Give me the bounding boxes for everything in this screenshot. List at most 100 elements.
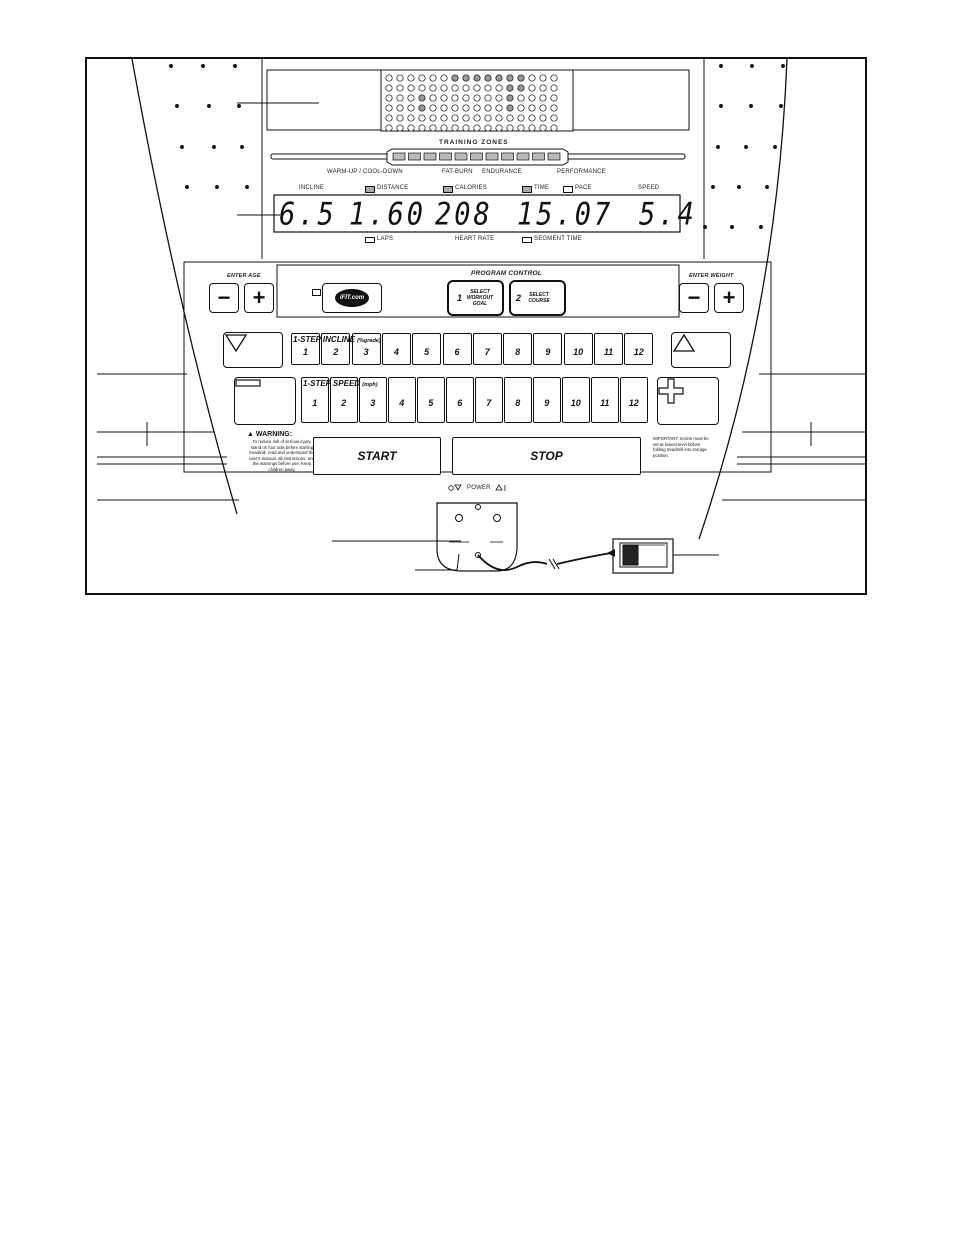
- speed-key-11[interactable]: 11: [591, 377, 619, 423]
- led-dot: [429, 104, 437, 112]
- minus-icon: [235, 379, 261, 387]
- speed-key-9[interactable]: 9: [533, 377, 561, 423]
- incline-key-5[interactable]: 5: [412, 333, 442, 365]
- speed-key-1[interactable]: 1: [301, 377, 329, 423]
- zone-segment: [454, 152, 468, 161]
- led-dot: [550, 104, 558, 112]
- weight-increase-button[interactable]: +: [714, 283, 744, 313]
- led-dot: [385, 84, 393, 92]
- led-dot: [407, 94, 415, 102]
- warning-text: To reduce risk of serious injury, stand …: [249, 439, 315, 472]
- led-dot: [517, 114, 525, 122]
- zone-fatburn-label: FAT-BURN: [442, 169, 473, 175]
- calories-indicator: [443, 186, 453, 193]
- incline-key-3[interactable]: 3: [351, 333, 381, 365]
- speaker-hole: [185, 185, 189, 189]
- led-dot: [484, 84, 492, 92]
- weight-decrease-button[interactable]: −: [679, 283, 709, 313]
- led-dot: [495, 94, 503, 102]
- led-dot: [473, 84, 481, 92]
- incline-key-9[interactable]: 9: [533, 333, 563, 365]
- led-dot: [528, 94, 536, 102]
- led-dot: [385, 74, 393, 82]
- led-dot: [451, 84, 459, 92]
- incline-key-8[interactable]: 8: [503, 333, 533, 365]
- speaker-hole: [759, 225, 763, 229]
- led-dot: [451, 124, 459, 132]
- incline-increase-button[interactable]: [671, 332, 731, 368]
- led-dot: [407, 84, 415, 92]
- incline-title: 1-STEP INCLINE (%grade): [293, 335, 381, 344]
- incline-key-6[interactable]: 6: [442, 333, 472, 365]
- important-note: IMPORTANT: Incline must be set at lowest…: [653, 436, 709, 458]
- incline-decrease-button[interactable]: [223, 332, 283, 368]
- incline-key-1[interactable]: 1: [291, 333, 320, 365]
- incline-key-12[interactable]: 12: [624, 333, 654, 365]
- led-dot: [484, 124, 492, 132]
- incline-key-2[interactable]: 2: [321, 333, 351, 365]
- led-dot: [418, 114, 426, 122]
- led-dot: [418, 104, 426, 112]
- speed-key-3[interactable]: 3: [359, 377, 387, 423]
- led-dot: [462, 114, 470, 122]
- speaker-hole: [773, 145, 777, 149]
- speaker-hole: [737, 185, 741, 189]
- zone-segment: [470, 152, 483, 161]
- speed-key-8[interactable]: 8: [504, 377, 532, 423]
- speed-key-2[interactable]: 2: [330, 377, 358, 423]
- zone-segment: [547, 152, 561, 161]
- incline-key-7[interactable]: 7: [472, 333, 502, 365]
- speaker-hole: [207, 104, 211, 108]
- led-dot: [418, 124, 426, 132]
- start-label: START: [357, 449, 397, 463]
- warning-block: ▲ WARNING: To reduce risk of serious inj…: [247, 431, 317, 473]
- speed-key-4[interactable]: 4: [388, 377, 416, 423]
- speaker-hole: [711, 185, 715, 189]
- age-decrease-button[interactable]: −: [209, 283, 239, 313]
- laps-indicator: [365, 237, 375, 243]
- led-dot: [407, 114, 415, 122]
- speed-key-6[interactable]: 6: [446, 377, 474, 423]
- speed-title: 1-STEP SPEED (mph): [303, 379, 378, 388]
- speaker-hole: [237, 104, 241, 108]
- speaker-hole: [215, 185, 219, 189]
- plus-icon: [658, 378, 684, 404]
- incline-key-10[interactable]: 10: [563, 333, 593, 365]
- led-dot: [462, 94, 470, 102]
- console-diagram: TRAINING ZONES WARM-UP / COOL-DOWN FAT-B…: [85, 57, 867, 595]
- speaker-hole: [719, 104, 723, 108]
- select-course-button[interactable]: 2 SELECT COURSE: [509, 280, 566, 316]
- led-dot: [407, 104, 415, 112]
- led-dot: [385, 94, 393, 102]
- speed-label: SPEED: [638, 185, 660, 191]
- select-workout-goal-button[interactable]: 1 SELECT WORKOUT GOAL: [447, 280, 504, 316]
- led-dot: [539, 104, 547, 112]
- incline-key-4[interactable]: 4: [381, 333, 411, 365]
- speed-key-10[interactable]: 10: [562, 377, 590, 423]
- speaker-hole: [779, 104, 783, 108]
- speed-key-12[interactable]: 12: [620, 377, 648, 423]
- speed-decrease-button[interactable]: [234, 377, 296, 425]
- incline-key-11[interactable]: 11: [594, 333, 623, 365]
- speed-increase-button[interactable]: [657, 377, 719, 425]
- speed-key-5[interactable]: 5: [417, 377, 445, 423]
- age-increase-button[interactable]: +: [244, 283, 274, 313]
- zone-segment: [439, 152, 452, 161]
- led-dot: [484, 94, 492, 102]
- speaker-hole: [781, 64, 785, 68]
- enter-weight-label: ENTER WEIGHT: [689, 273, 734, 279]
- ifit-button[interactable]: iFIT.com: [322, 283, 382, 313]
- segment-time-label: SEGMENT TIME: [534, 236, 582, 242]
- speed-key-7[interactable]: 7: [475, 377, 503, 423]
- led-dot: [528, 124, 536, 132]
- time-indicator: [522, 186, 532, 193]
- led-dot: [506, 124, 514, 132]
- led-dot: [440, 94, 448, 102]
- led-dot: [539, 94, 547, 102]
- stop-button[interactable]: STOP: [452, 437, 641, 475]
- start-button[interactable]: START: [313, 437, 441, 475]
- led-dot: [528, 114, 536, 122]
- pace-label: PACE: [575, 185, 592, 191]
- led-dot: [429, 124, 437, 132]
- speaker-hole: [245, 185, 249, 189]
